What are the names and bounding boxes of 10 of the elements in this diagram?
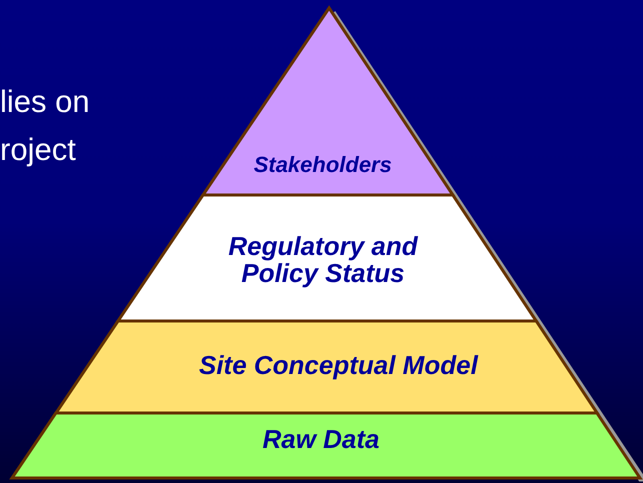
pyramid-tier bbox=[118, 195, 536, 321]
slide-text: roject bbox=[0, 131, 77, 169]
slide-text: lies on bbox=[0, 83, 90, 121]
tier-label: Stakeholders bbox=[252, 153, 393, 176]
pyramid-tier bbox=[202, 8, 453, 195]
tier-label: Regulatory and Policy Status bbox=[227, 233, 419, 288]
tier-label: Raw Data bbox=[261, 426, 381, 454]
pyramid-tier bbox=[56, 321, 597, 413]
tier-label: Site Conceptual Model bbox=[198, 352, 480, 380]
pyramid-tier bbox=[12, 413, 640, 478]
